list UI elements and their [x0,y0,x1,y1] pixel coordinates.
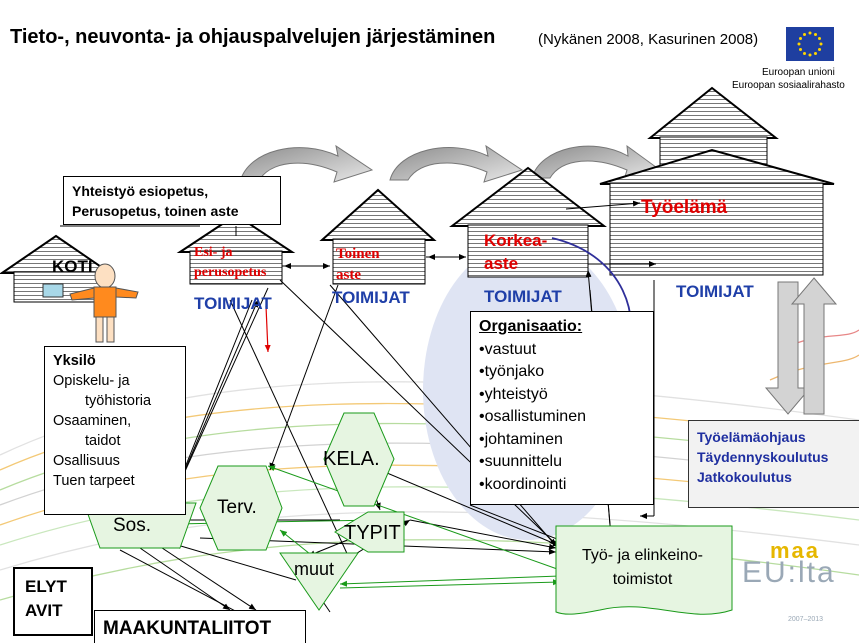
house-korkea-aste [449,166,607,278]
individual-line: työhistoria [85,393,152,409]
koti-label: KOTI [52,257,93,276]
terv-shape [199,465,283,551]
muut-label: muut [294,559,335,579]
page-subtitle: (Nykänen 2008, Kasurinen 2008) [538,31,759,48]
tyoelama-label: Työelämä [641,197,728,218]
eu-label-line2: Euroopan sosiaalirahasto [732,80,845,91]
work-life-services-box: Työelämäohjaus Täydennyskoulutus Jatkoko… [688,420,859,508]
eu-label: Euroopan unioni Euroopan sosiaalirahasto [732,66,845,92]
toimijat-label-esi: TOIMIJAT [194,294,272,313]
kela-shape [323,412,395,507]
individual-line: Osallisuus [53,453,120,469]
toinen-aste-label: Toinen aste [336,244,380,286]
korkea-label-line2: aste [484,254,519,273]
avit-label: AVIT [25,601,63,620]
organisation-item: •työnjako [479,363,545,380]
eu-label-line1: Euroopan unioni [762,67,835,78]
toimijat-label-tyoelama: TOIMIJAT [676,282,754,301]
individual-line: taidot [85,433,121,449]
esi-label-line1: Esi- ja [194,245,233,260]
progression-arrows [239,144,662,183]
typit-label: TYPIT [344,522,401,544]
logo-main-text: EU:lta [742,556,836,589]
red-arrow [264,305,271,353]
toimijat-label-korkea: TOIMIJAT [484,287,562,306]
work-life-service-item: Työelämäohjaus [697,429,806,445]
tyoelama-vertical-arrows [764,277,838,415]
organisation-item: •yhteistyö [479,385,548,403]
te-office-line1: Työ- ja elinkeino- [582,547,703,564]
cooperation-line1: Yhteistyö esiopetus, [72,183,209,199]
individual-line: Tuen tarpeet [53,473,135,489]
page-title: Tieto-, neuvonta- ja ohjauspalvelujen jä… [10,26,496,48]
sos-label: Sos. [113,515,152,536]
individual-line: Osaaminen, [53,413,132,429]
te-office-line2: toimistot [612,571,673,588]
individual-line: Opiskelu- ja [53,373,130,389]
work-life-service-item: Jatkokoulutus [697,469,792,485]
te-office-shape [555,525,733,615]
individual-heading: Yksilö [53,353,96,369]
korkea-label-line1: Korkea- [484,231,548,250]
organisation-item: •osallistuminen [479,408,586,425]
organisation-heading: Organisaatio: [479,318,583,335]
eu-flag-star-layer [797,31,823,57]
elyt-label: ELYT [25,577,67,596]
typit-shape [334,511,405,553]
organisation-item: •vastuut [479,340,537,358]
work-life-service-item: Täydennyskoulutus [697,449,829,465]
individual-box: Yksilö Opiskelu- ja työhistoria Osaamine… [44,346,186,515]
elyt-avit-box: ELYT AVIT [13,567,93,636]
maakuntaliitot-box: MAAKUNTALIITOT [94,610,306,643]
toinen-label-line2: aste [336,267,361,283]
organisation-item: •koordinointi [479,475,567,493]
organisation-box: Organisaatio: •vastuut •työnjako •yhteis… [470,311,654,505]
esi-perusopetus-label: Esi- ja perusopetus [194,243,266,283]
logo-top-text: maa [770,538,821,563]
muut-shape [279,552,359,611]
cooperation-line2: Perusopetus, toinen aste [72,203,239,219]
terv-label: Terv. [217,497,257,518]
house-tyoelama [599,86,835,276]
cooperation-box: Yhteistyö esiopetus, Perusopetus, toinen… [63,176,281,225]
organisation-item: •suunnittelu [479,453,562,470]
organisation-item: •johtaminen [479,430,563,448]
kela-label: KELA. [323,448,380,470]
toimijat-label-toinen: TOIMIJAT [332,288,410,307]
toinen-label-line1: Toinen [336,246,380,262]
logo-years: 2007–2013 [788,616,824,623]
maa-eu-lta-logo: maa EU:lta 2007–2013 [742,538,836,623]
person-figure [69,263,139,343]
te-office-label: Työ- ja elinkeino- toimistot [582,544,703,592]
korkea-aste-label: Korkea- aste [484,229,547,275]
esi-label-line2: perusopetus [194,265,267,280]
house-toinen-aste [319,188,437,285]
